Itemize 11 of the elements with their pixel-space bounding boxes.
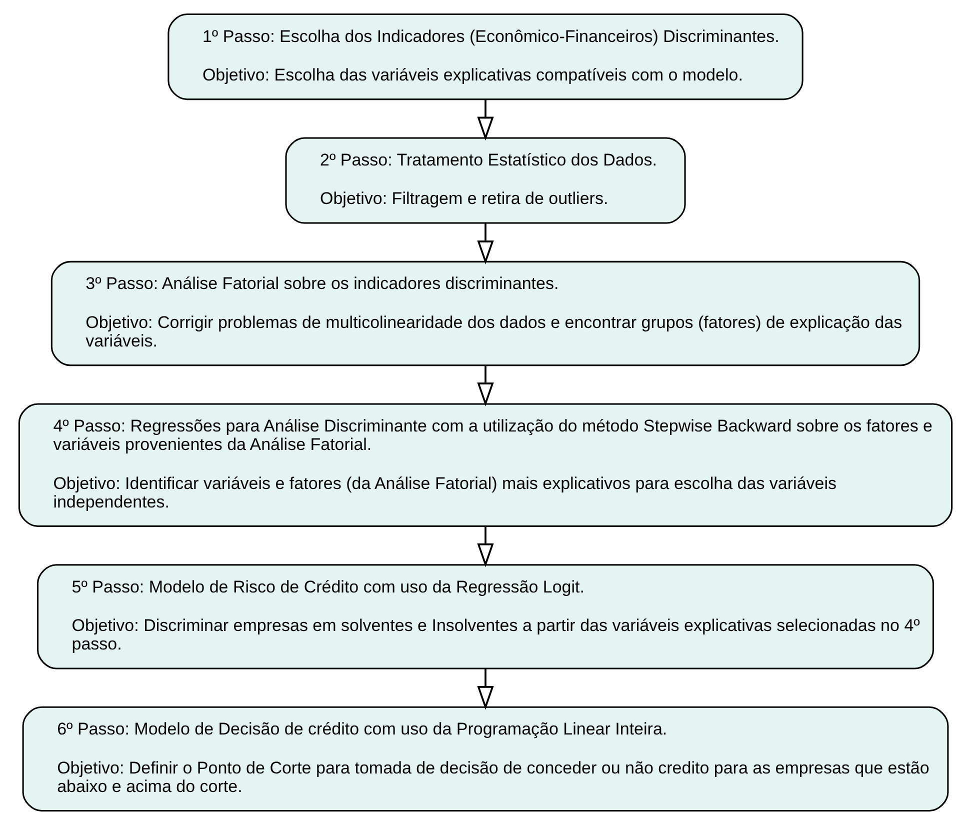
node-box: 3º Passo: Análise Fatorial sobre os indicadores discriminantes. Objetivo: Corrigir problemas de multicolinearidade dos dados e encontrar grupos (fatores) de explicação das variáveis. (50, 260, 920, 366)
arrow (476, 526, 494, 568)
node-box: 5º Passo: Modelo de Risco de Crédito com uso da Regressão Logit. Objetivo: Discriminar empresas em solventes e Insolventes a partir das variáveis explicativas selecionadas no 4º passo. (36, 564, 934, 670)
arrow (476, 100, 494, 141)
node-box: 4º Passo: Regressões para Análise Discriminante com a utilização do método Stepwise Backward sobre os fatores e variáveis provenientes da Análise Fatorial. Objetivo: Identificar variáveis e fatores (da Análise Fatorial) mais explicativos para escolha das variáveis independentes. (18, 403, 952, 527)
arrow (476, 668, 494, 710)
node-box: 1º Passo: Escolha dos Indicadores (Econômico-Financeiros) Discriminantes. Objetivo: Escolha das variáveis explicativas compatíveis com o modelo. (167, 13, 803, 100)
node-box: 6º Passo: Modelo de Decisão de crédito com uso da Programação Linear Inteira. Objetivo: Definir o Ponto de Corte para tomada de decisão de conceder ou não credito para as empresas que estão abaixo e acima do corte. (22, 706, 948, 812)
arrow (476, 365, 494, 406)
node-box: 2º Passo: Tratamento Estatístico dos Dados. Objetivo: Filtragem e retira de outliers. (284, 137, 686, 224)
arrow (476, 223, 494, 264)
